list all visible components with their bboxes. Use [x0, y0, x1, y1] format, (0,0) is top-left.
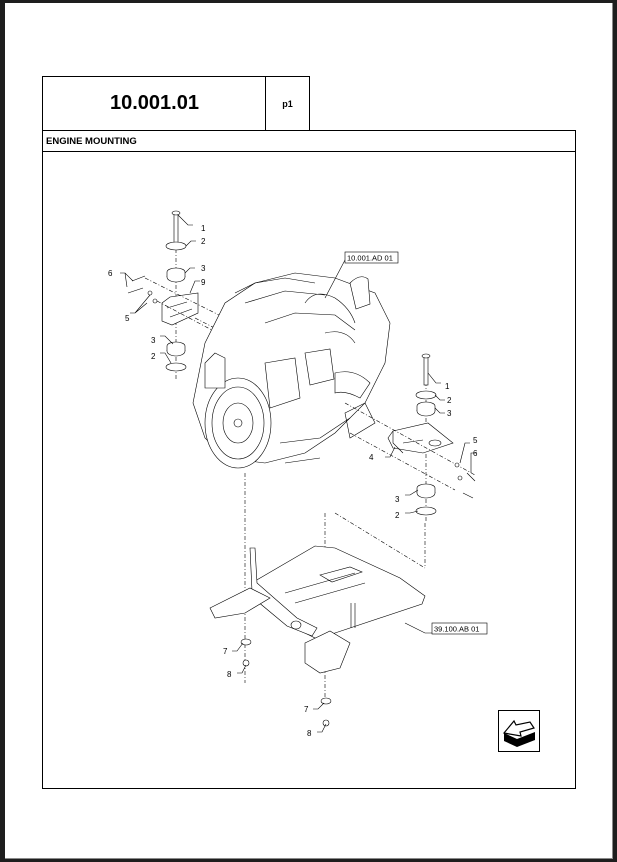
callout-3-right-bottom: 3 [395, 495, 400, 504]
callout-9-left: 9 [201, 278, 206, 287]
next-page-button[interactable] [498, 710, 540, 752]
callout-2-left-top: 2 [201, 237, 206, 246]
frame-reference-label[interactable]: 39.100.AB 01 [434, 625, 479, 634]
right-mount-assembly [344, 353, 476, 523]
callout-1-right: 1 [445, 382, 450, 391]
engine-illustration [192, 272, 391, 469]
next-page-arrow-icon [502, 719, 535, 747]
engine-reference-box[interactable]: 10.001.AD 01 [344, 251, 399, 264]
callout-8-bottom-left: 8 [227, 670, 232, 679]
callout-4-right: 4 [369, 453, 374, 462]
callout-1-left: 1 [201, 224, 206, 233]
callout-7-bottom-right: 7 [304, 705, 309, 714]
callout-6-left: 6 [108, 269, 113, 278]
callout-2-left-bottom: 2 [151, 352, 156, 361]
callout-3-right-top: 3 [447, 409, 452, 418]
engine-reference-label[interactable]: 10.001.AD 01 [347, 254, 393, 263]
section-box: ENGINE MOUNTING [42, 130, 576, 789]
document-page: 10.001.01 p1 ENGINE MOUNTING [5, 3, 613, 859]
section-title: ENGINE MOUNTING [43, 131, 575, 152]
callout-7-bottom-left: 7 [223, 647, 228, 656]
callout-8-bottom-right: 8 [307, 729, 312, 738]
callout-3-left-bottom: 3 [151, 336, 156, 345]
callout-5-left: 5 [125, 314, 130, 323]
callout-2-right-top: 2 [447, 396, 452, 405]
frame-illustration [209, 473, 426, 703]
callout-5-right: 5 [473, 436, 478, 445]
frame-reference-box[interactable]: 39.100.AB 01 [431, 622, 488, 635]
callout-2-right-bottom: 2 [395, 511, 400, 520]
left-mount-assembly [127, 210, 266, 381]
bottom-fasteners [240, 638, 332, 727]
callout-6-right: 6 [473, 449, 478, 458]
callout-3-left-top: 3 [201, 264, 206, 273]
exploded-diagram: 10.001.AD 01 39.100.AB 01 1 2 3 9 6 5 3 … [108, 210, 488, 738]
